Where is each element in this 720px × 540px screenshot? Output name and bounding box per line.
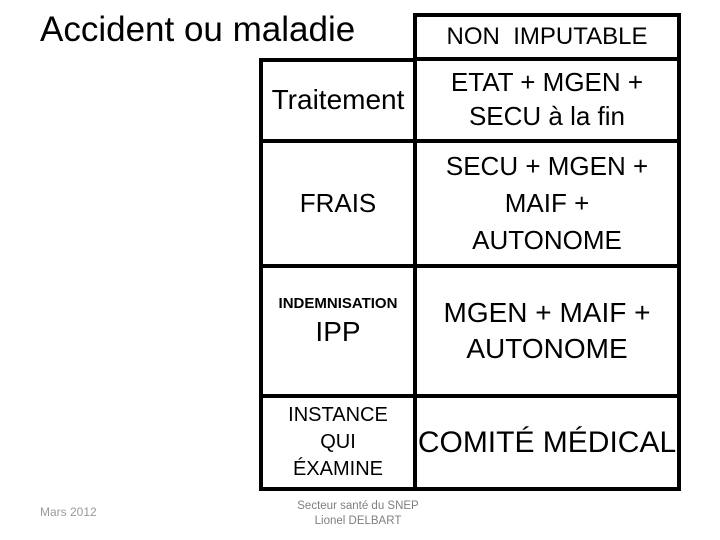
- cell-frais: FRAIS: [259, 139, 417, 268]
- slide-title: Accident ou maladie: [40, 10, 356, 49]
- indemnisation-heading: INDEMNISATION: [278, 295, 398, 312]
- footer-credit: Secteur santé du SNEP Lionel DELBART: [297, 500, 419, 527]
- footer-date: Mars 2012: [40, 505, 97, 519]
- cell-secu-mgen-maif-autonome: SECU + MGEN + MAIF + AUTONOME: [413, 139, 681, 268]
- cell-traitement: Traitement: [259, 58, 417, 143]
- cell-indemnisation-ipp: INDEMNISATION IPP: [259, 264, 417, 398]
- ipp-label: IPP: [315, 315, 361, 347]
- cell-etat-mgen-secu: ETAT + MGEN + SECU à la fin: [413, 57, 681, 143]
- cell-instance-qui-examine: INSTANCE QUI ÉXAMINE: [259, 394, 417, 491]
- header-non-imputable: NON IMPUTABLE: [413, 13, 681, 61]
- cell-comite-medical: COMITÉ MÉDICAL: [413, 394, 681, 491]
- cell-mgen-maif-autonome: MGEN + MAIF + AUTONOME: [413, 264, 681, 398]
